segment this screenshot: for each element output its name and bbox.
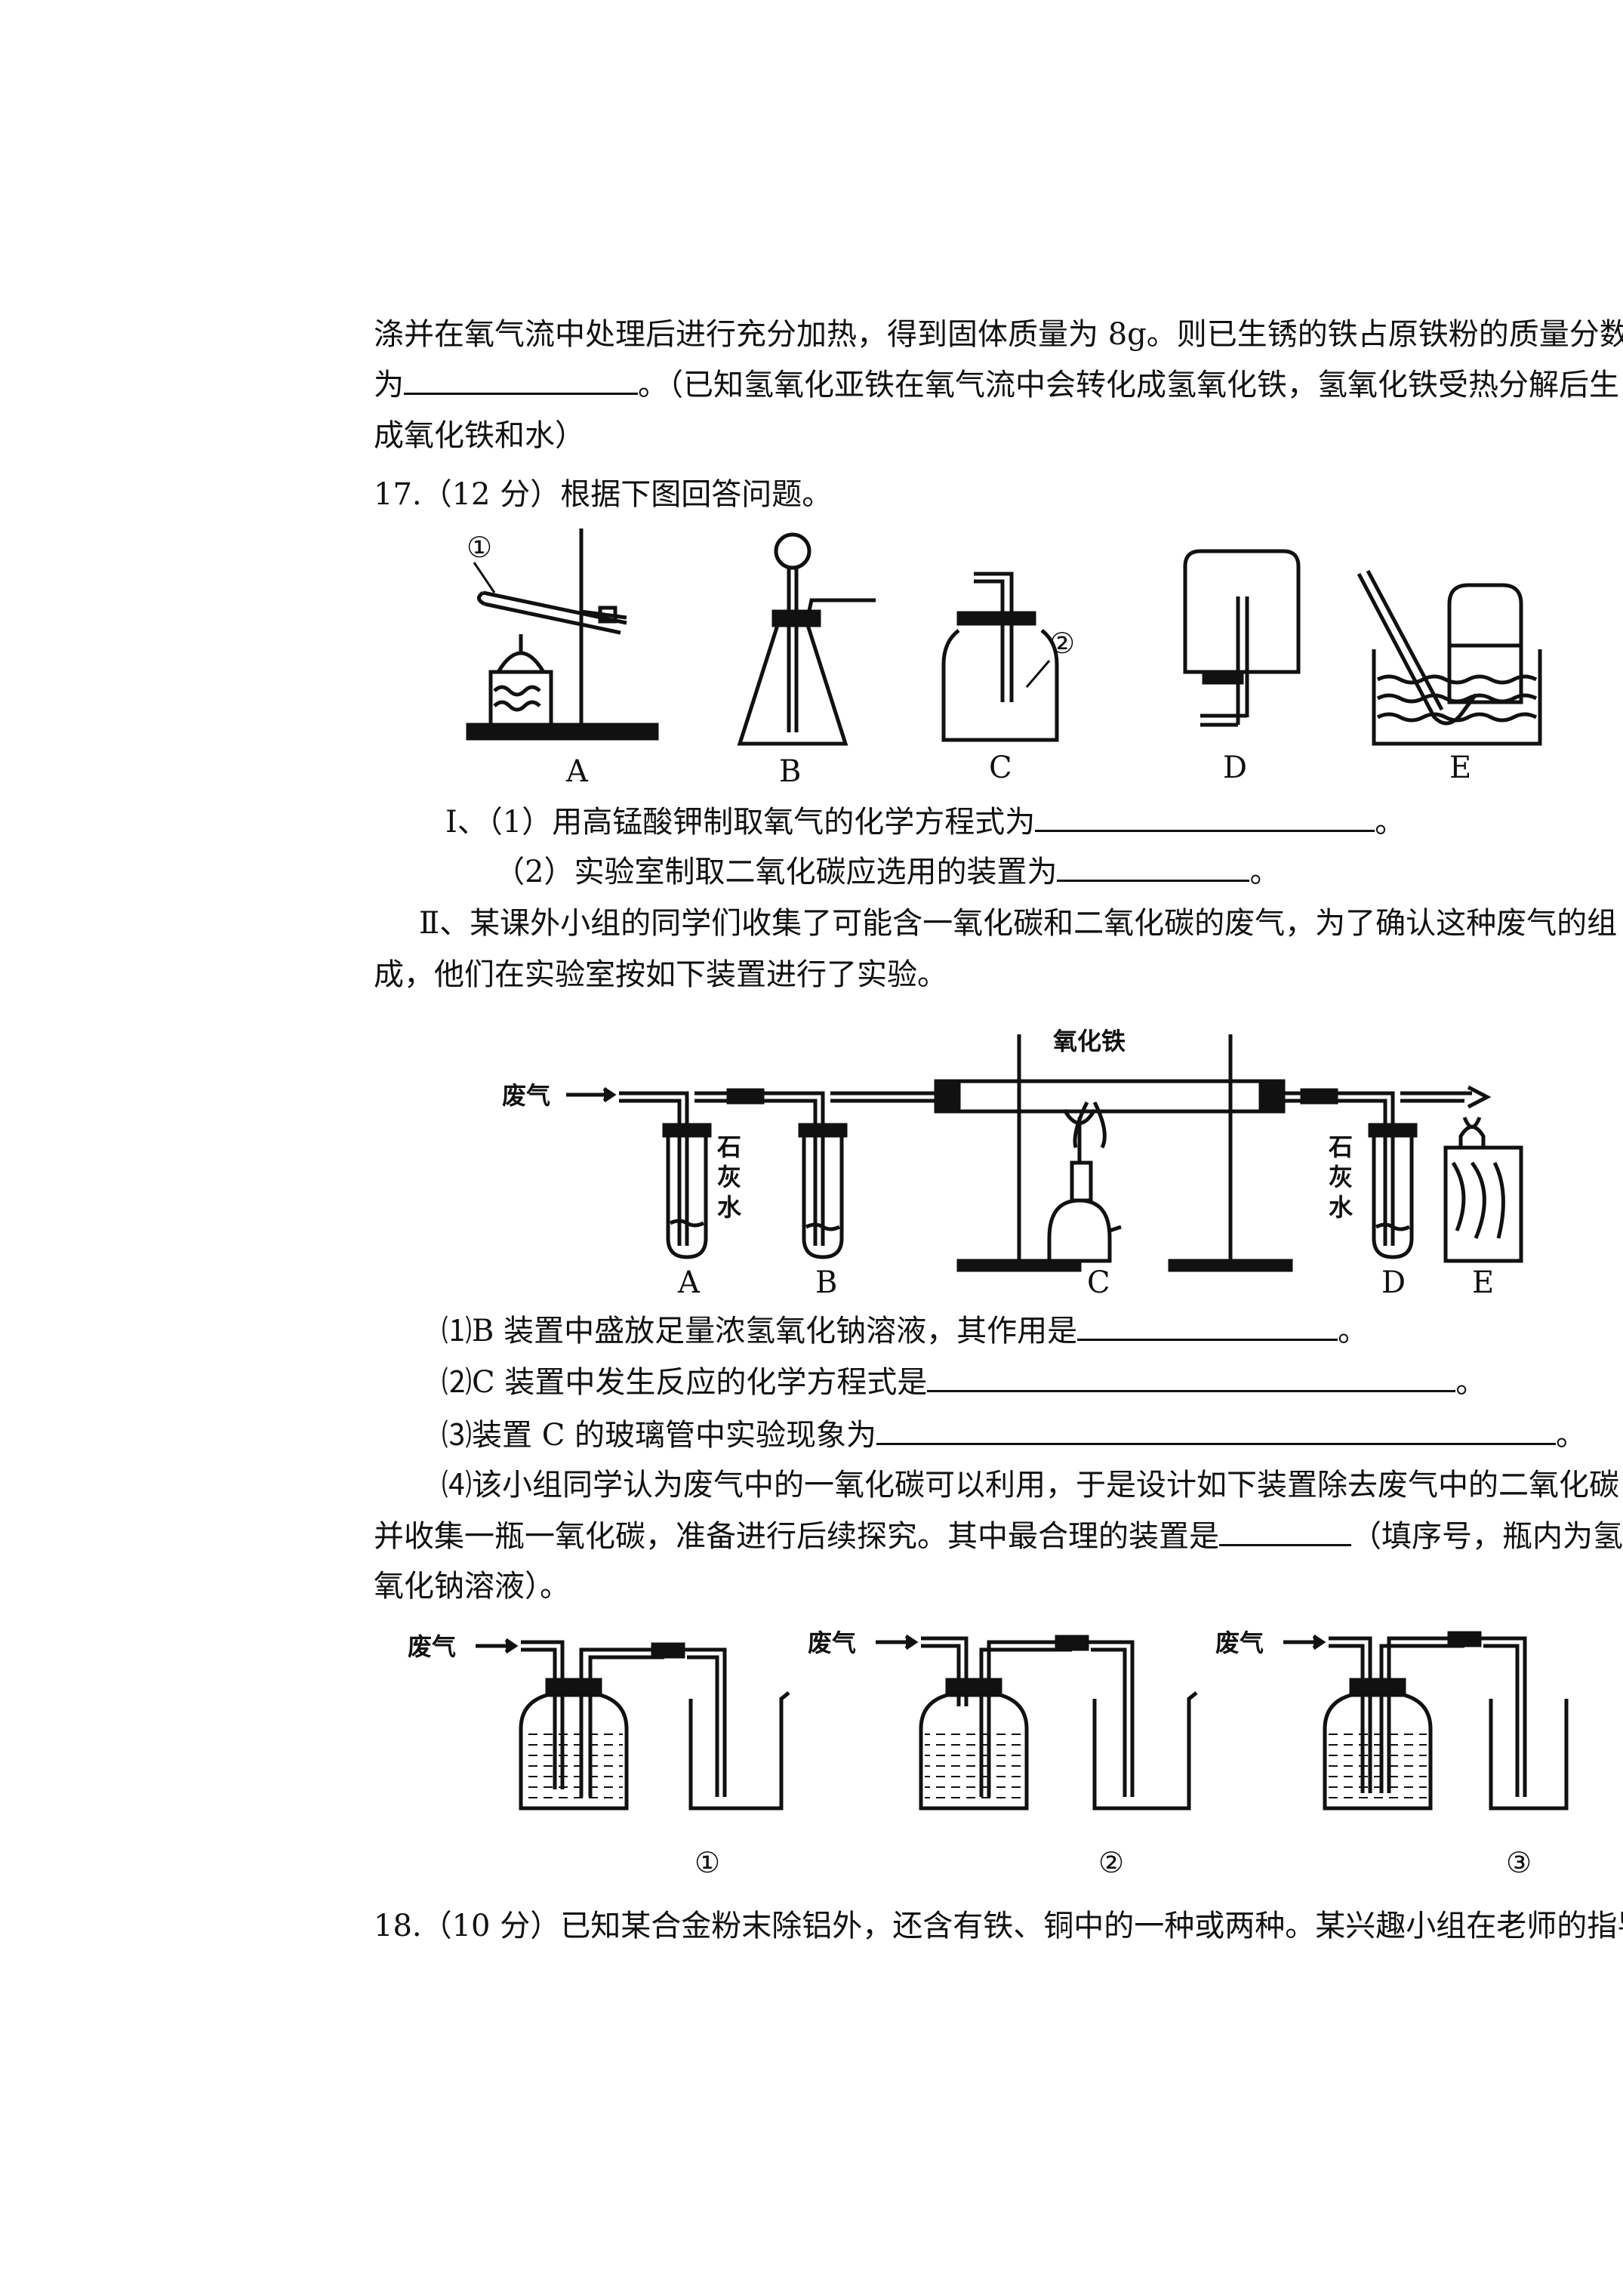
answer-blank (876, 1417, 1557, 1445)
answer-blank (1077, 1313, 1338, 1341)
limewater-a-1: 石 (716, 1133, 741, 1161)
label-a: A (565, 754, 589, 789)
sub-question-1: ⑴B 装置中盛放足量浓氢氧化钠溶液，其作用是 。 (442, 1312, 1623, 1350)
label-c: C (989, 750, 1012, 785)
apparatus-a-heating-setup (466, 529, 659, 741)
part2-line-2: 成，他们在实验室按如下装置进行了实验。 (374, 957, 947, 992)
limewater-a-2: 灰 (717, 1163, 741, 1191)
apparatus-c-collection-bottle (941, 572, 1059, 742)
part1-q2-end: 。 (1249, 855, 1280, 889)
apparatus-figure-1: ① ② A B C D E (453, 521, 1585, 793)
fig3-label-3: ③ (1506, 1846, 1532, 1879)
q16-line-2: 为 。（已知氢氧化亚铁在氧气流中会转化成氢氧化铁，氢氧化铁受热分解后生 (374, 366, 1623, 404)
sub-question-2: ⑵C 装置中发生反应的化学方程式是 。 (442, 1364, 1623, 1401)
q16-line-2-prefix: 为 (374, 368, 404, 402)
answer-blank (927, 1364, 1456, 1392)
fig2-label-b: B (815, 1265, 837, 1299)
fig3-label-1: ① (694, 1846, 720, 1879)
part2-line-1: Ⅱ、某课外小组的同学们收集了可能含一氧化碳和二氧化碳的废气，为了确认这种废气的组 (419, 906, 1618, 941)
setup-2 (876, 1634, 1198, 1811)
sub4-line-2: 并收集一瓶一氧化碳，准备进行后续探究。其中最合理的装置是 （填序号，瓶内为氢 (374, 1518, 1623, 1555)
sub3-text: ⑶装置 C 的玻璃管中实验现象为 (442, 1418, 877, 1453)
apparatus-b-conical-flask (737, 532, 876, 746)
fig3-waste-gas-3: 废气 (1215, 1629, 1264, 1657)
q16-line-2-suffix: 。（已知氢氧化亚铁在氧气流中会转化成氢氧化铁，氢氧化铁受热分解后生 (638, 368, 1619, 402)
limewater-d-2: 灰 (1329, 1163, 1353, 1191)
sub4-line-2-prefix: 并收集一瓶一氧化碳，准备进行后续探究。其中最合理的装置是 (374, 1519, 1219, 1554)
answer-blank (1057, 854, 1250, 882)
limewater-d-1: 石 (1328, 1133, 1353, 1161)
sub4-line-2-suffix: （填序号，瓶内为氢 (1351, 1519, 1623, 1554)
fig3-waste-gas-1: 废气 (408, 1632, 456, 1661)
q18-line-1: 18.（10 分）已知某合金粉末除铝外，还含有铁、铜中的一种或两种。某兴趣小组在… (374, 1909, 1623, 1943)
sub-question-3: ⑶装置 C 的玻璃管中实验现象为 。 (442, 1416, 1623, 1454)
waste-gas-label: 废气 (502, 1081, 550, 1110)
fig2-label-e: E (1472, 1265, 1494, 1299)
sub1-text: ⑴B 装置中盛放足量浓氢氧化钠溶液，其作用是 (442, 1314, 1078, 1348)
sub4-line-1: ⑷该小组同学认为废气中的一氧化碳可以利用，于是设计如下装置除去废气中的二氧化碳， (442, 1468, 1623, 1502)
answer-blank (1035, 804, 1375, 832)
sub3-end: 。 (1556, 1418, 1587, 1453)
fig3-label-2: ② (1098, 1846, 1124, 1879)
setup-1 (476, 1638, 790, 1811)
part1-q1-end: 。 (1375, 805, 1406, 840)
limewater-a-3: 水 (717, 1193, 742, 1222)
fig2-label-d: D (1381, 1265, 1406, 1299)
part1-q1-text: Ⅰ、（1）用高锰酸钾制取氧气的化学方程式为 (445, 805, 1036, 840)
apparatus-d-inverted-bottle (1183, 549, 1301, 727)
sub1-end: 。 (1338, 1314, 1369, 1348)
label-d: D (1223, 750, 1247, 785)
apparatus-figure-2: 废气 石 灰 水 石 灰 水 氧化铁 A B C D E (491, 1012, 1563, 1299)
setup-3 (1283, 1631, 1569, 1811)
q16-line-1: 涤并在氧气流中处理后进行充分加热，得到固体质量为 8g。则已生锈的铁占原铁粉的质… (374, 317, 1623, 352)
answer-blank (404, 367, 638, 395)
part1-q2: （2）实验室制取二氧化碳应选用的装置为 。 (494, 853, 1623, 891)
fig3-waste-gas-2: 废气 (808, 1629, 856, 1657)
limewater-d-3: 水 (1329, 1193, 1354, 1222)
marker-1: ① (467, 531, 492, 564)
marker-2: ② (1049, 627, 1075, 660)
q16-line-3: 成氧化铁和水） (374, 418, 585, 453)
part1-q1: Ⅰ、（1）用高锰酸钾制取氧气的化学方程式为 。 (445, 803, 1623, 841)
apparatus-figure-3: 废气 废气 废气 ① ② ③ (393, 1623, 1570, 1880)
q17-header: 17.（12 分）根据下图回答问题。 (374, 477, 833, 512)
sub2-text: ⑵C 装置中发生反应的化学方程式是 (442, 1365, 928, 1400)
iron-oxide-label: 氧化铁 (1053, 1027, 1126, 1056)
fig2-label-a: A (677, 1265, 701, 1299)
apparatus-e-water-trough (1357, 569, 1542, 746)
sub2-end: 。 (1455, 1365, 1486, 1400)
label-e: E (1449, 750, 1471, 785)
label-b: B (779, 754, 801, 789)
fig2-label-c: C (1087, 1265, 1110, 1299)
part1-q2-text: （2）实验室制取二氧化碳应选用的装置为 (494, 855, 1058, 889)
answer-blank (1219, 1518, 1351, 1546)
sub4-line-3: 氧化钠溶液）。 (374, 1569, 570, 1604)
